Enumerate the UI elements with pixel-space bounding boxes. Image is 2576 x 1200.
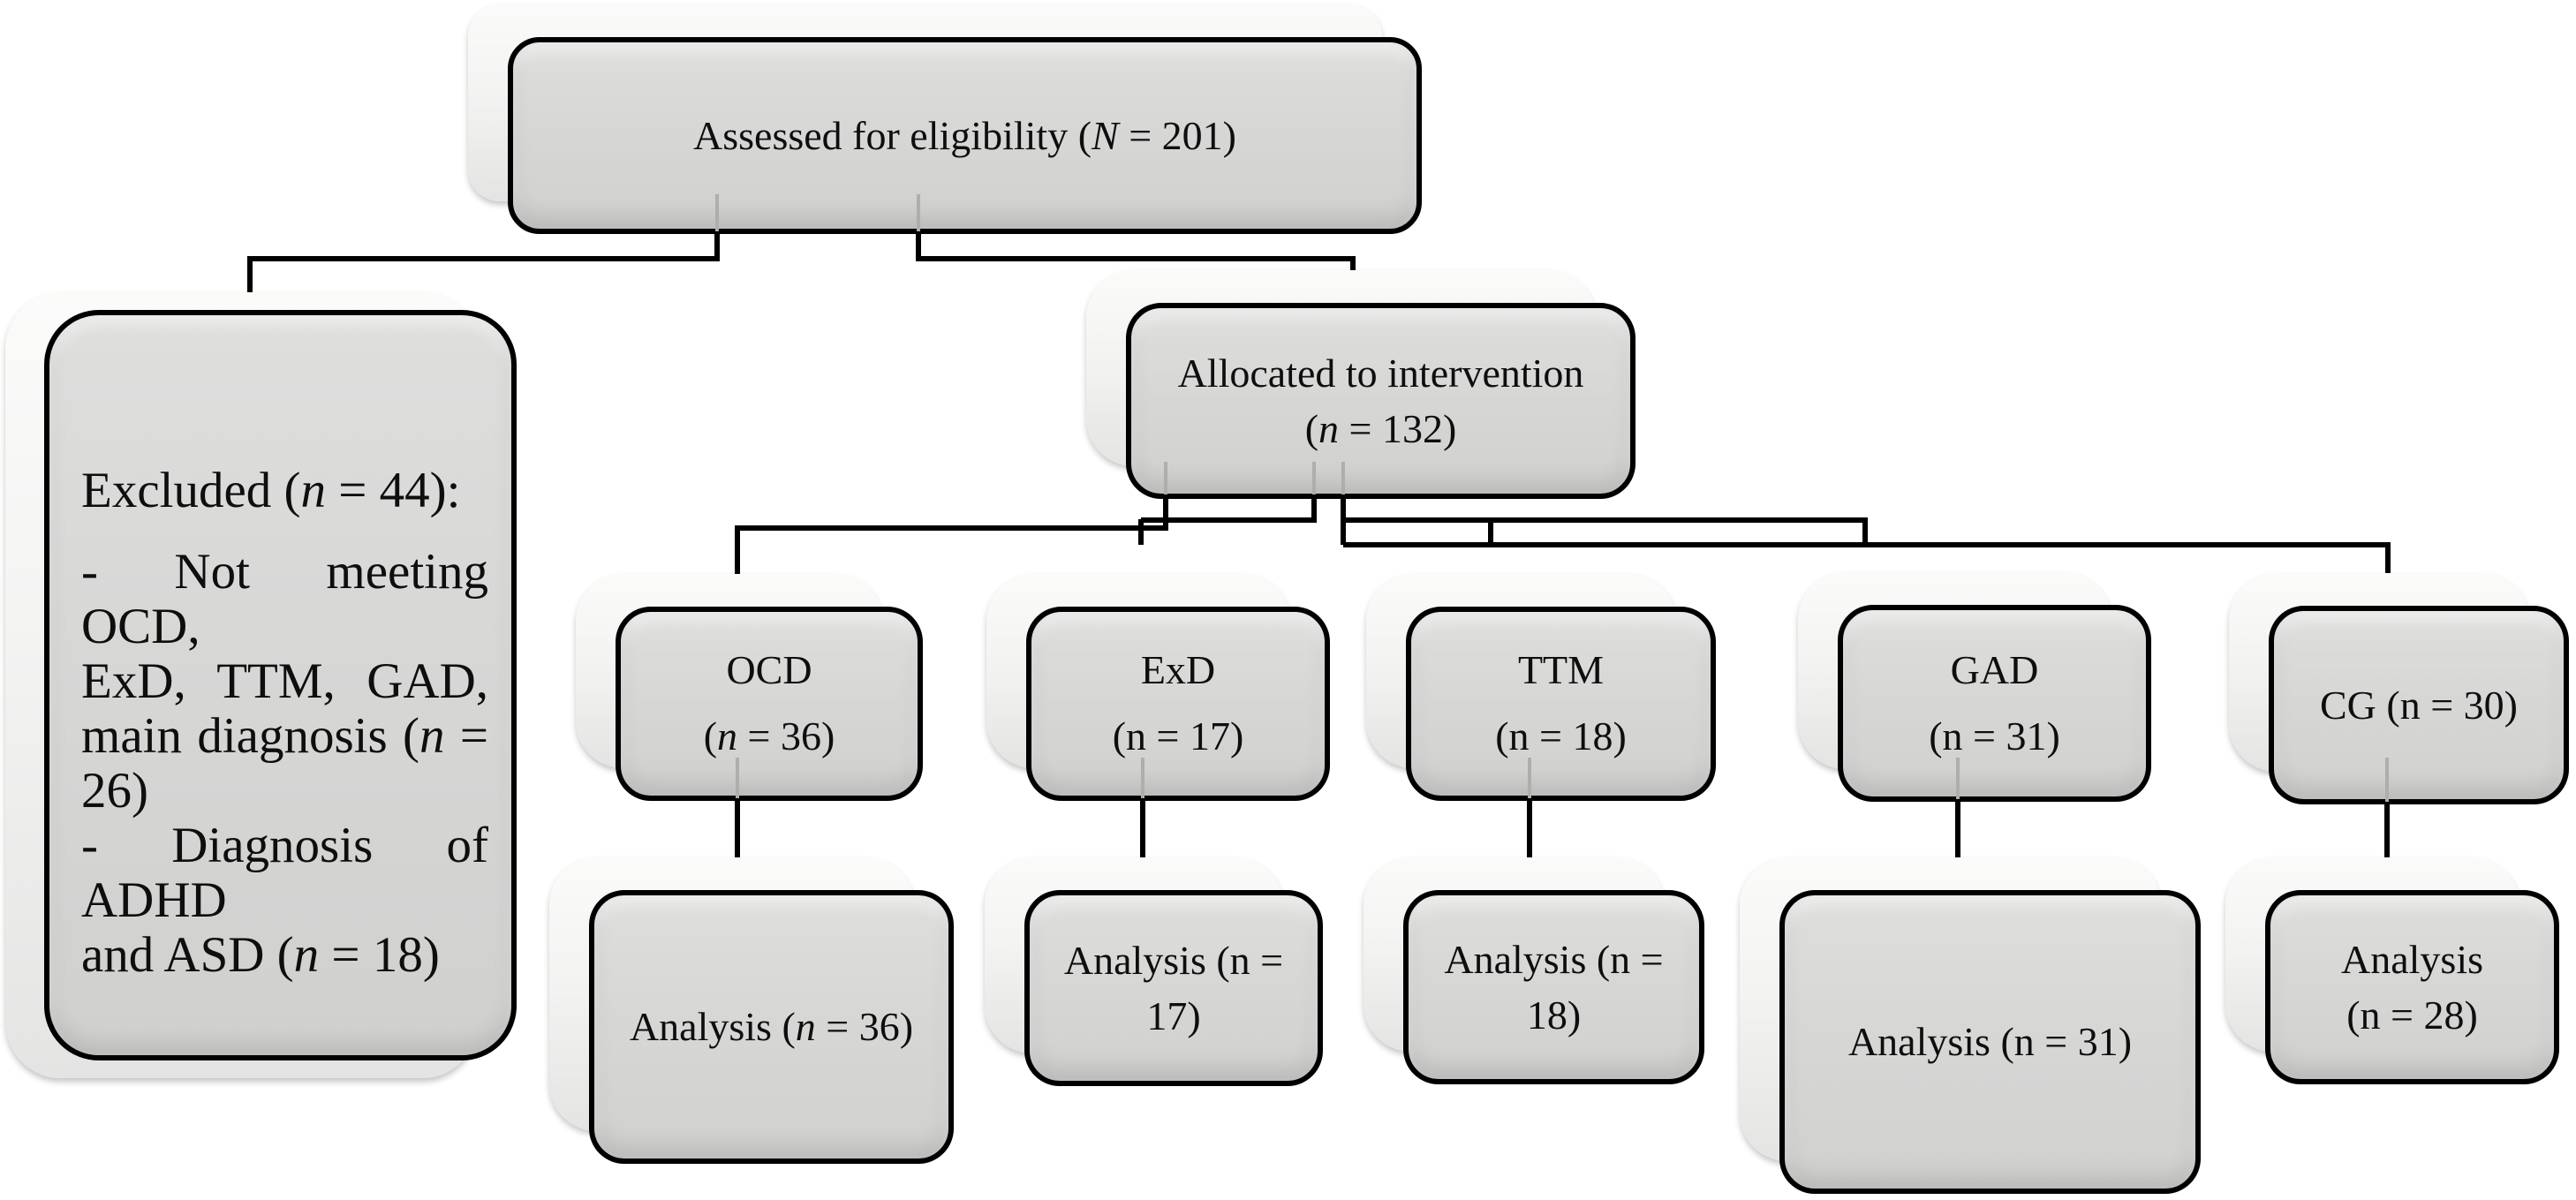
flow-node-analysis-exd: Analysis (n = 17) [1024,890,1323,1086]
label-segment: Analysis (n = 17) [1063,937,1284,1038]
label-segment: Analysis (n = 18) [1444,936,1664,1038]
label-segment: main diagnosis ( [81,708,419,764]
flow-node-cg: CG (n = 30) [2269,606,2569,804]
label-segment: = 36) [815,1004,914,1050]
label-segment: GAD (n = 31) [1929,646,2060,758]
label-segment: = 18) [319,927,440,983]
label-segment: 26) [81,763,148,819]
label-segment: and ASD ( [81,927,294,983]
flow-node-analysis-gad: Analysis (n = 31) [1779,890,2201,1194]
flow-node-gad: GAD (n = 31) [1838,605,2151,802]
excluded-text-line: 26) [81,764,488,819]
label-segment: Allocated to intervention ( [1177,350,1584,451]
label-segment: Analysis (n = 28) [2341,936,2483,1038]
flow-node-analysis-cg: Analysis (n = 28) [2265,890,2559,1084]
node-label: Analysis (n = 17) [1030,932,1318,1045]
node-label: Analysis (n = 28) [2270,932,2554,1044]
label-segment: OCD ( [703,647,812,758]
connector-upper-left-segment [1141,497,1317,523]
excluded-text-line: Excluded (n = 44): [81,464,488,518]
label-segment: CG (n = 30) [2320,682,2518,728]
label-segment: = 201) [1118,112,1236,158]
label-segment: ExD, TTM, GAD, [81,653,488,709]
label-italic-segment: N [1092,112,1119,158]
node-label: Analysis (n = 36) [594,999,948,1054]
label-segment: = [444,708,488,764]
flow-node-allocated: Allocated to intervention (n = 132) [1126,303,1635,499]
node-label: Analysis (n = 18) [1409,932,1699,1044]
excluded-text-line: main diagnosis (n = [81,709,488,764]
excluded-text-line: - Not meeting OCD, [81,545,488,654]
label-segment: - Not meeting OCD, [81,544,488,654]
connector-upper-right-segment [1343,517,1868,545]
label-segment: = 132) [1339,406,1457,451]
flow-node-ttm: TTM (n = 18) [1406,607,1716,801]
node-label: CG (n = 30) [2274,677,2564,733]
flow-node-analysis-ttm: Analysis (n = 18) [1403,890,1704,1084]
label-segment: Analysis (n = 31) [1847,1019,2133,1065]
excluded-text-line: and ASD (n = 18) [81,928,488,983]
label-italic-segment: n [300,463,326,518]
excluded-text-line: - Diagnosis of ADHD [81,819,488,928]
label-segment: Assessed for eligibility ( [693,112,1092,158]
connector-assessed-excluded [247,234,720,311]
label-segment: - Diagnosis of ADHD [81,818,488,928]
flow-node-analysis-ocd: Analysis (n = 36) [589,890,954,1164]
label-italic-segment: n [1318,406,1340,451]
label-segment: ExD (n = 17) [1112,647,1244,758]
flow-node-assessed: Assessed for eligibility (N = 201) [508,37,1422,234]
label-italic-segment: n [293,927,320,983]
label-segment: TTM (n = 18) [1495,647,1627,758]
label-segment: Analysis ( [629,1004,796,1050]
node-label: Assessed for eligibility (N = 201) [513,108,1416,163]
label-segment: = 36) [737,713,835,758]
flow-node-excluded: Excluded (n = 44):- Not meeting OCD,ExD,… [44,310,517,1060]
label-segment: Excluded ( [81,463,301,518]
node-label: TTM (n = 18) [1411,638,1711,769]
label-segment: = 44): [325,463,461,518]
flow-node-ocd: OCD (n = 36) [616,607,923,801]
excluded-text-line: ExD, TTM, GAD, [81,654,488,709]
node-label: OCD (n = 36) [621,638,918,769]
node-label: Analysis (n = 31) [1785,1014,2195,1069]
label-italic-segment: n [795,1004,816,1050]
node-label: Allocated to intervention (n = 132) [1131,345,1630,457]
node-label: ExD (n = 17) [1031,638,1325,769]
node-label: GAD (n = 31) [1843,638,2146,769]
label-italic-segment: n [419,708,445,764]
label-italic-segment: n [717,713,738,758]
flow-node-exd: ExD (n = 17) [1026,607,1330,801]
